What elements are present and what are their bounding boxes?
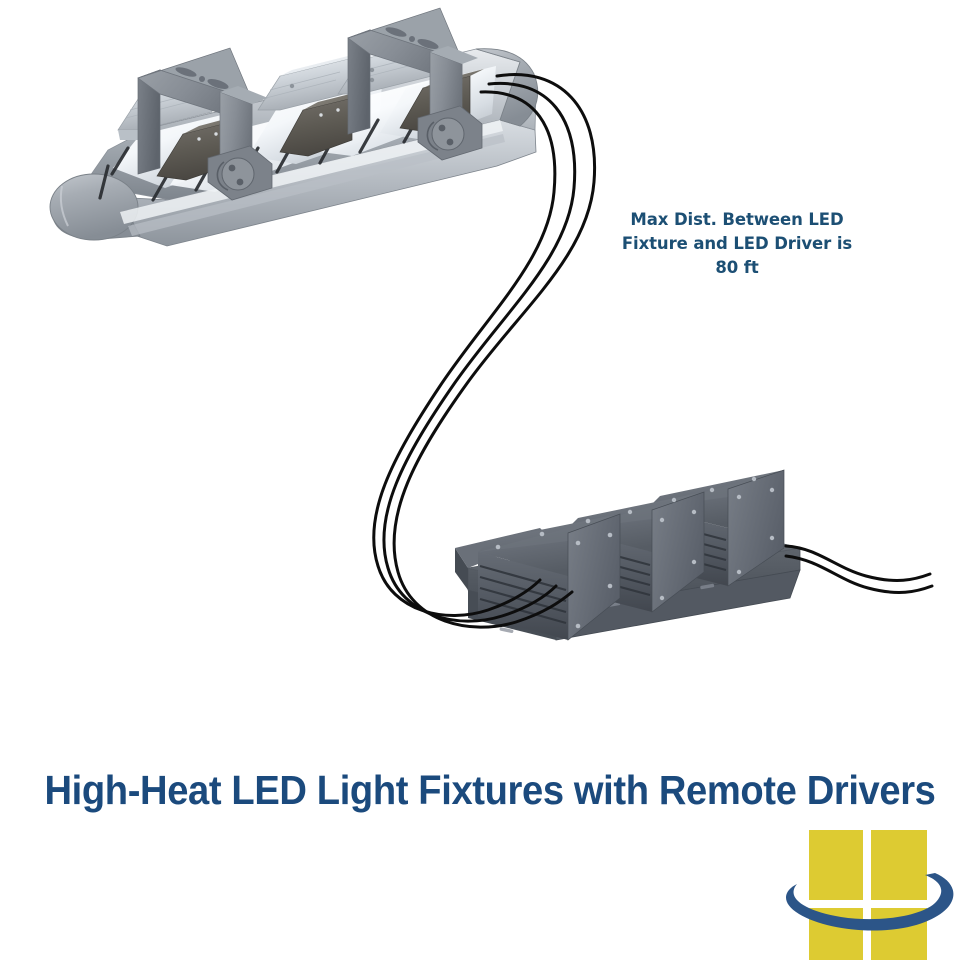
interconnect-cables bbox=[372, 73, 934, 629]
max-distance-callout: Max Dist. Between LED Fixture and LED Dr… bbox=[621, 210, 853, 277]
mounting-bracket-right bbox=[347, 7, 483, 161]
logo-pane-top-left bbox=[809, 830, 863, 900]
logo-pane-top-right bbox=[871, 830, 927, 900]
led-driver-1 bbox=[478, 513, 621, 641]
mounting-bracket-left bbox=[137, 47, 273, 201]
led-fixture bbox=[49, 7, 539, 247]
remote-driver-assembly bbox=[455, 469, 801, 641]
logo-swoosh-icon bbox=[786, 873, 954, 931]
page-title: High-Heat LED Light Fixtures with Remote… bbox=[44, 767, 936, 813]
logo-panes bbox=[809, 830, 927, 960]
company-logo[interactable] bbox=[775, 818, 965, 973]
